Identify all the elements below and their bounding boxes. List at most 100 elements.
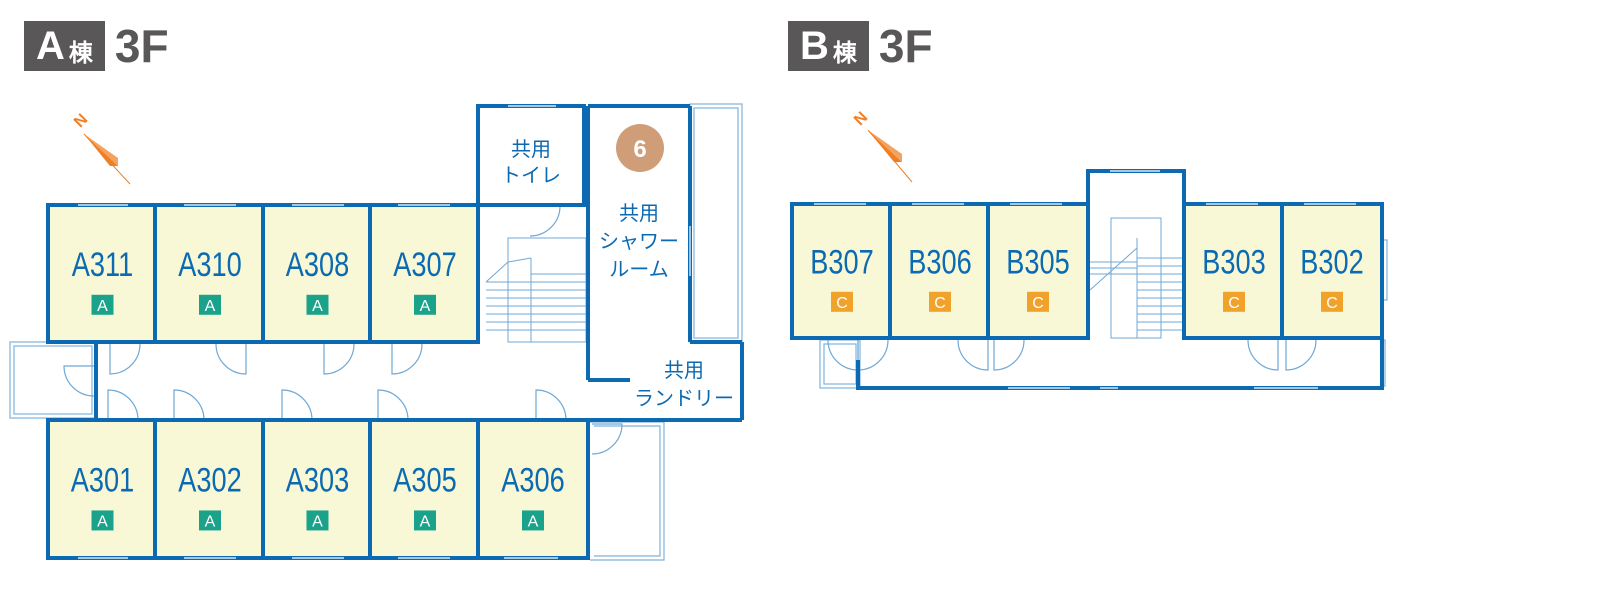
room-type-badge: [91, 510, 114, 531]
room-type-badge: [1223, 291, 1245, 312]
room-type-badge: [929, 291, 951, 312]
shower-label-line3: ルーム: [609, 259, 668, 281]
room-type-letter: C: [1326, 295, 1338, 312]
room-floor: [265, 422, 370, 556]
shower-label-line1: 共用: [619, 202, 659, 225]
room-floor: [265, 207, 370, 340]
building-a-floor: 3F: [114, 20, 169, 72]
building-a-facilities: 共用 トイレ 6 共用 シャワー ルーム 共用 ランドリー: [501, 124, 734, 410]
room-number: B306: [908, 243, 971, 282]
room-number: A302: [178, 461, 241, 500]
room-type-letter: A: [420, 513, 431, 530]
building-b-windows: [814, 170, 1356, 389]
room-number: B302: [1300, 243, 1363, 282]
room-floor: [892, 206, 988, 336]
room-number: A301: [71, 461, 134, 500]
toilet-label-line1: 共用: [511, 138, 551, 161]
room-type-badge: [199, 294, 221, 315]
room-floor: [50, 422, 155, 556]
facility-number: 6: [633, 136, 646, 163]
room-type-letter: C: [934, 295, 946, 312]
room-type-badge: [306, 510, 329, 531]
toilet-label-line2: トイレ: [501, 165, 561, 187]
room-number: A308: [286, 245, 349, 284]
building-a-kanji: 棟: [68, 39, 93, 67]
building-a-compass: N: [71, 111, 131, 185]
room-floor: [480, 422, 586, 556]
room-type-letter: C: [1228, 295, 1240, 312]
room-type-letter: A: [97, 513, 108, 530]
room-number: A305: [393, 461, 456, 500]
building-a-windows: [78, 105, 691, 559]
building-a-stairs: [485, 237, 587, 343]
room-type-badge: [522, 510, 544, 531]
room-number: A311: [72, 245, 133, 284]
room-type-letter: C: [1032, 295, 1044, 312]
building-a-compass-letter: N: [71, 111, 91, 131]
building-b-compass-letter: N: [851, 109, 871, 129]
room-type-letter: C: [836, 295, 848, 312]
room-floor: [157, 207, 263, 340]
building-a-doors: [63, 205, 623, 455]
room-floor: [1284, 206, 1380, 336]
laundry-label-line2: ランドリー: [634, 388, 734, 410]
room-number: B307: [810, 243, 873, 282]
room-number: B305: [1006, 243, 1069, 282]
room-type-letter: A: [205, 513, 216, 530]
building-b-tag: B 棟: [788, 21, 869, 71]
building-b-stairs: [1089, 217, 1184, 339]
room-type-badge: [91, 294, 114, 315]
building-b-floor: 3F: [878, 20, 933, 72]
room-floor: [794, 206, 890, 336]
room-type-badge: [306, 294, 329, 315]
building-b-doors: [827, 339, 1317, 371]
room-type-badge: [414, 510, 436, 531]
room-type-badge: [414, 294, 436, 315]
building-a-letter: A: [36, 24, 65, 68]
room-floor: [157, 422, 263, 556]
room-type-badge: [831, 291, 853, 312]
building-b-kanji: 棟: [832, 39, 857, 67]
room-number: A303: [286, 461, 349, 500]
building-a-walls: [46, 104, 744, 560]
building-b-walls: [790, 169, 1384, 390]
laundry-label-line1: 共用: [664, 359, 704, 382]
room-type-letter: A: [312, 298, 323, 315]
room-floor: [1186, 206, 1282, 336]
room-floor: [372, 207, 478, 340]
building-a-tag: A 棟: [24, 21, 105, 71]
room-type-letter: A: [420, 298, 431, 315]
room-floor: [990, 206, 1086, 336]
room-type-letter: A: [97, 298, 108, 315]
shower-label-line2: シャワー: [599, 231, 679, 253]
room-type-badge: [1027, 291, 1049, 312]
room-floor: [50, 207, 155, 340]
building-b-letter: B: [800, 24, 829, 68]
room-type-badge: [199, 510, 221, 531]
room-type-letter: A: [205, 298, 216, 315]
building-b-header: B 棟 3F: [788, 20, 933, 72]
facility-number-badge: [616, 124, 664, 172]
building-a-header: A 棟 3F: [24, 20, 169, 72]
building-b-compass: N: [851, 109, 913, 183]
